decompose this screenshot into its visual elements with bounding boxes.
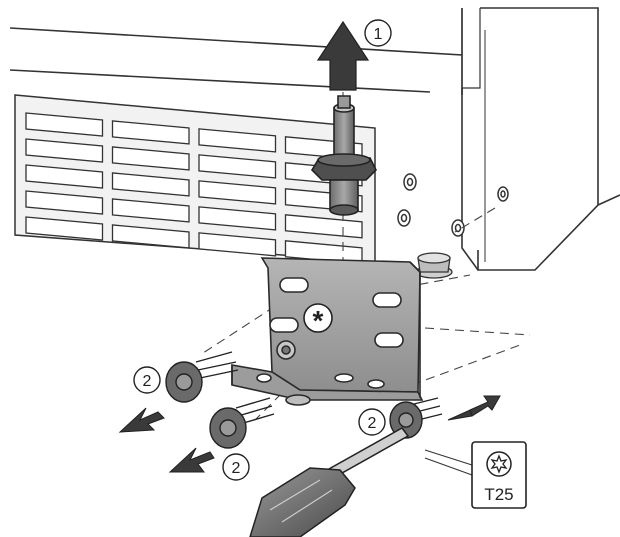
grille-slot <box>25 138 104 163</box>
callout-leaders <box>424 449 473 476</box>
grille-slot <box>111 198 190 223</box>
grille-slot <box>111 120 190 145</box>
step-2-marker-left-upper: 2 <box>133 366 161 394</box>
asterisk-label: * <box>313 305 324 336</box>
screw-left-lower <box>209 397 275 449</box>
step-2-marker-right: 2 <box>358 408 386 436</box>
hinge-bracket <box>231 257 424 406</box>
screw-left-upper <box>165 351 239 403</box>
torx-icon <box>486 451 512 477</box>
screw-removal-arrows <box>118 395 501 473</box>
step-2-label-left-upper: 2 <box>143 373 152 390</box>
screwdriver <box>249 427 410 537</box>
torx-callout: T25 <box>471 441 527 509</box>
lift-arrow <box>316 20 370 91</box>
torx-size-label: T25 <box>484 485 513 504</box>
grille-slot <box>25 216 104 241</box>
grille-slot <box>25 112 104 137</box>
grille-slot <box>198 154 277 179</box>
grille-slot <box>111 172 190 197</box>
grille-slot <box>198 232 277 257</box>
grille-slot <box>198 128 277 153</box>
grille-slot <box>198 180 277 205</box>
step-2-marker-left-lower: 2 <box>222 453 250 481</box>
appliance-cabinet <box>9 7 620 271</box>
grille-slot <box>25 190 104 215</box>
step-2-label-left-lower: 2 <box>232 460 241 477</box>
hinge-pin <box>310 95 377 216</box>
grille-slot <box>111 224 190 249</box>
step-1-label: 1 <box>374 26 383 43</box>
grille-slot <box>25 164 104 189</box>
grille-slot <box>198 206 277 231</box>
cabinet-screw-holes <box>397 173 509 237</box>
step-2-label-right: 2 <box>368 415 377 432</box>
grille-slot <box>111 146 190 171</box>
step-1-marker: 1 <box>364 19 392 47</box>
adjustable-foot <box>415 252 453 279</box>
note-marker: * <box>303 303 333 336</box>
screw-right <box>389 397 443 439</box>
ventilation-grille <box>14 94 376 265</box>
